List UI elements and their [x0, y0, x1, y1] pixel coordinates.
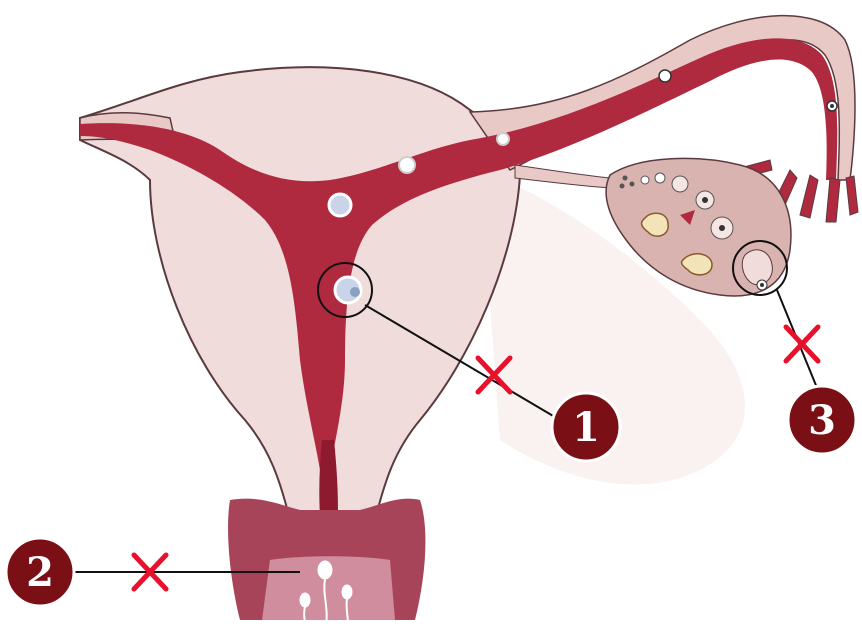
callout-3: 3 [788, 386, 856, 454]
implanting-embryo [335, 277, 361, 303]
cross-mark-3 [786, 327, 818, 361]
callout-2-label: 2 [26, 549, 54, 596]
callout-1-label: 1 [572, 404, 600, 451]
callout-2: 2 [6, 538, 74, 606]
callout-3-label: 3 [808, 397, 836, 444]
ovarian-ligament [515, 165, 612, 188]
callout-1: 1 [552, 393, 620, 461]
